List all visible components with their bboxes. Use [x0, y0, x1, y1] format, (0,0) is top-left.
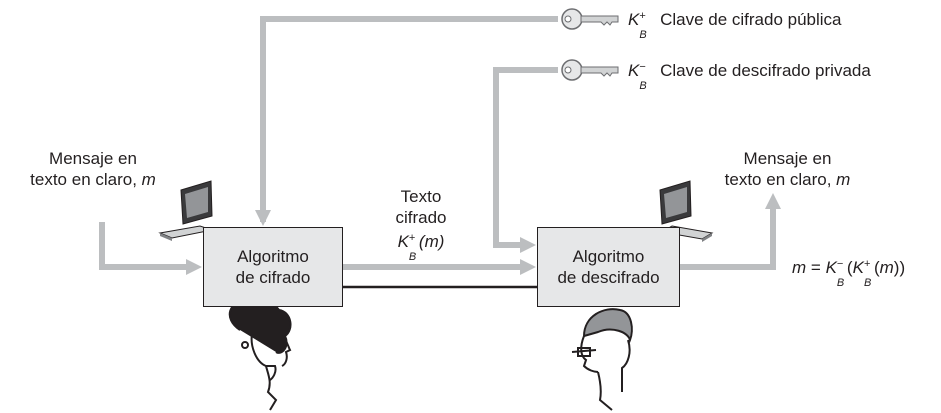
ciphertext-label: Texto cifrado K+ B(m) — [366, 186, 476, 263]
private-key-icon — [561, 59, 619, 81]
public-key-description: Clave de cifrado pública — [660, 10, 842, 29]
decryption-result-formula: m = K−B(K+B(m)) — [792, 257, 905, 289]
ciphertext-arrow-head — [520, 259, 536, 275]
decryption-box-line1: Algoritmo — [572, 247, 645, 266]
encryption-box-line1: Algoritmo — [237, 247, 309, 266]
ciphertext-formula-superscript: + — [408, 232, 416, 244]
receiver-message-label: Mensaje en texto en claro, m — [700, 148, 875, 190]
ciphertext-formula-argument: (m) — [418, 232, 445, 251]
receiver-message-var: m — [836, 170, 851, 189]
receiver-message-line2: texto en claro, — [724, 170, 832, 189]
decryption-box-line2: de descifrado — [557, 268, 660, 287]
sender-computer-icon — [158, 180, 214, 241]
result-outer-superscript: − — [836, 258, 844, 270]
result-outer-subscript: B — [836, 277, 845, 289]
sender-message-line2: texto en claro, — [30, 170, 137, 189]
result-argument: m — [879, 258, 894, 277]
public-key-arrow — [260, 16, 558, 222]
public-key-superscript: + — [639, 10, 646, 22]
private-key-arrow — [493, 67, 558, 248]
result-lhs: m — [792, 258, 807, 277]
public-key-symbol: K — [628, 10, 640, 29]
public-key-arrow-head — [255, 210, 271, 226]
receiver-person-icon — [571, 308, 633, 411]
result-inner-superscript: + — [863, 258, 871, 270]
private-key-symbol: K — [628, 61, 640, 80]
encryption-box-line2: de cifrado — [235, 268, 311, 287]
receiver-message-line1: Mensaje en — [743, 149, 832, 168]
plaintext-input-arrow — [99, 222, 188, 270]
plaintext-input-arrow-head — [186, 259, 202, 275]
public-key-subscript: B — [639, 29, 647, 41]
receiver-computer-icon — [659, 180, 714, 242]
public-key-label: K+ B Clave de cifrado pública — [628, 9, 842, 41]
private-key-superscript: − — [639, 61, 646, 73]
result-inner-symbol: K — [852, 258, 864, 277]
result-inner-subscript: B — [863, 277, 872, 289]
sender-message-line1: Mensaje en — [49, 149, 137, 168]
result-outer-symbol: K — [825, 258, 837, 277]
ciphertext-formula: K+ B(m) — [366, 231, 476, 263]
ciphertext-line1: Texto — [400, 187, 442, 206]
plaintext-output-arrow — [680, 207, 776, 270]
sender-message-label: Mensaje en texto en claro, m — [8, 148, 178, 190]
decryption-algorithm-box: Algoritmo de descifrado — [537, 227, 680, 307]
private-key-subscript: B — [639, 80, 647, 92]
encryption-algorithm-box: Algoritmo de cifrado — [203, 227, 343, 307]
sender-person-icon — [228, 298, 292, 411]
sender-message-var: m — [141, 170, 156, 189]
private-key-label: K− B Clave de descifrado privada — [628, 60, 871, 92]
ciphertext-formula-symbol: K — [397, 232, 409, 251]
plaintext-output-arrow-head — [765, 193, 781, 209]
private-key-description: Clave de descifrado privada — [660, 61, 871, 80]
ciphertext-line2: cifrado — [395, 208, 447, 227]
result-equals: = — [810, 258, 821, 277]
ciphertext-formula-subscript: B — [408, 251, 417, 263]
public-key-icon — [561, 8, 619, 30]
private-key-arrow-head — [520, 237, 536, 253]
